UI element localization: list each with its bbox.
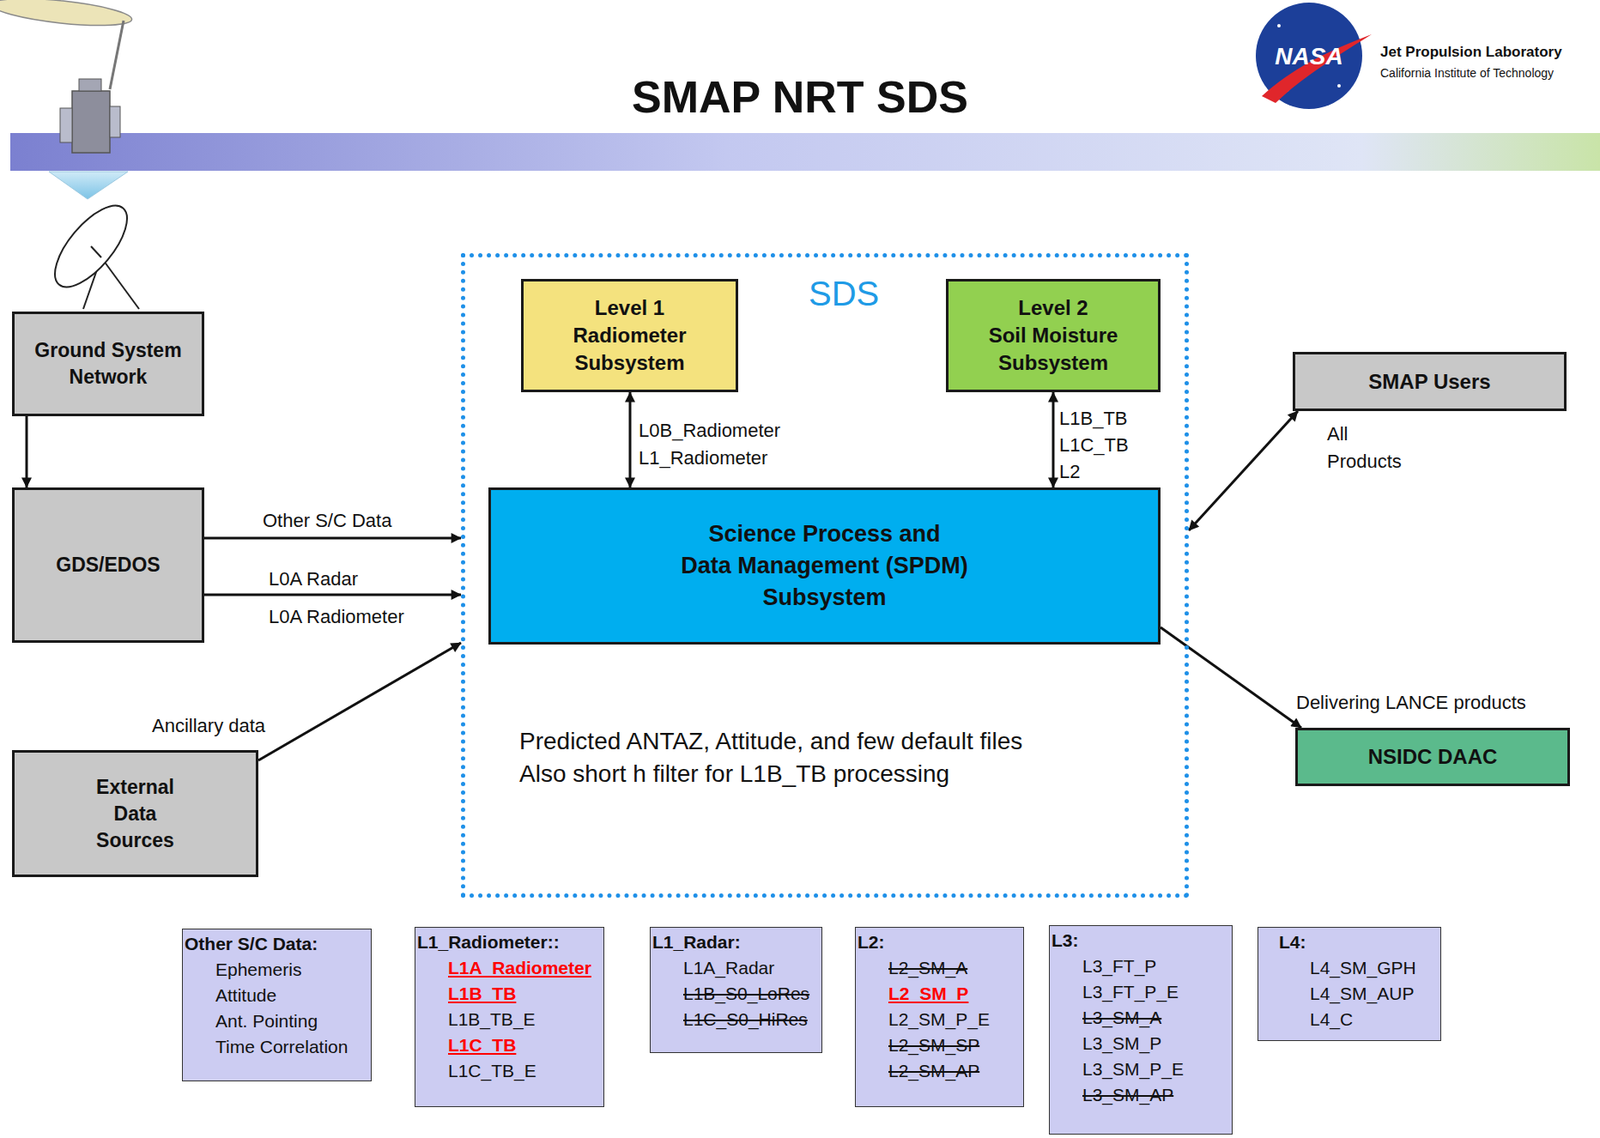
solar-panel [109, 106, 121, 138]
list-heading: L3: [1051, 927, 1079, 954]
solar-panel [60, 108, 73, 143]
spacecraft-body [72, 90, 110, 153]
product-name: L3_SM_AP [1051, 1082, 1174, 1109]
archive-box: NSIDC DAAC [1295, 727, 1570, 787]
flow-arrow [1160, 627, 1302, 728]
product-name: L2_SM_P_E [857, 1006, 990, 1033]
subsystem-box: Science Process and Data Management (SPD… [488, 487, 1161, 645]
box-label: SMAP Users [1368, 369, 1491, 395]
product-name: L2_SM_P [857, 981, 969, 1007]
sds-boundary: SDS Level 1 Radiometer Subsystem Level 2 S… [460, 253, 1189, 898]
system-box: GDS/EDOS [12, 487, 205, 643]
box-label: Level 2 Soil Moisture Subsystem [988, 294, 1119, 377]
logo-text: NASA [1274, 41, 1343, 72]
product-name: Time Correlation [184, 1034, 348, 1061]
downlink-arrow [48, 171, 128, 200]
edge-label: Other S/C Data [262, 509, 392, 533]
list-heading: Other S/C Data: [184, 931, 318, 958]
box-label: NSIDC DAAC [1368, 744, 1498, 770]
product-name: L1C_S0_HiRes [652, 1006, 808, 1033]
product-name: L2_SM_AP [857, 1058, 980, 1085]
flow-arrow [629, 392, 632, 488]
box-label: GDS/EDOS [55, 551, 160, 579]
organization-name: Jet Propulsion Laboratory [1380, 42, 1563, 61]
note-text: Predicted ANTAZ, Attitude, and few defau… [519, 725, 1023, 791]
page-title: SMAP NRT SDS [631, 70, 969, 124]
reflector-mesh [0, 0, 134, 31]
edge-label: Delivering LANCE products [1296, 691, 1527, 715]
boom [109, 20, 124, 90]
product-name: L1A_Radiometer [417, 955, 592, 982]
product-name: L1C_TB [417, 1032, 516, 1059]
subsystem-box: Level 1 Radiometer Subsystem [521, 278, 739, 393]
product-name: L4_SM_GPH [1260, 955, 1417, 982]
region-label: SDS [808, 272, 879, 315]
edge-label: All Products [1327, 420, 1402, 476]
product-name: L1C_TB_E [417, 1058, 537, 1085]
box-label: Science Process and Data Management (SPD… [680, 518, 969, 614]
product-name: L3_SM_P [1051, 1030, 1162, 1057]
product-list: L4:L4_SM_GPHL4_SM_AUPL4_C [1257, 927, 1442, 1042]
product-name: Attitude [184, 982, 277, 1009]
list-heading: L2: [857, 929, 885, 956]
product-name: L3_SM_P_E [1051, 1056, 1184, 1083]
data-flow-label: L0A Radiometer [268, 605, 405, 630]
flow-arrow [204, 537, 461, 540]
product-list: L2:L2_SM_AL2_SM_PL2_SM_P_EL2_SM_SPL2_SM_… [854, 927, 1025, 1108]
product-list: L1_Radiometer::L1A_RadiometerL1B_TBL1B_T… [414, 927, 605, 1108]
product-name: L1A_Radar [652, 955, 775, 982]
list-heading: L4: [1260, 929, 1307, 956]
logo-star [1337, 84, 1341, 88]
product-name: L3_FT_P_E [1051, 979, 1179, 1006]
product-name: L4_SM_AUP [1260, 981, 1414, 1007]
product-name: L3_SM_A [1051, 1005, 1162, 1031]
product-list: Other S/C Data:EphemerisAttitudeAnt. Poi… [181, 928, 372, 1082]
edge-label: L1B_TB L1C_TB L2 [1059, 405, 1129, 485]
logo-star [1277, 24, 1281, 28]
product-name: L1B_TB_E [417, 1006, 536, 1033]
product-name: L1B_S0_LoRes [652, 981, 810, 1007]
satellite-illustration [0, 0, 134, 153]
edge-label: Ancillary data [151, 715, 266, 738]
antenna-dish [42, 193, 140, 298]
box-label: Level 1 Radiometer Subsystem [572, 294, 686, 377]
header-band [10, 133, 1600, 171]
flow-arrow [1052, 392, 1055, 488]
user-box: SMAP Users [1292, 351, 1567, 412]
antenna-leg [101, 257, 140, 310]
flow-arrow [25, 416, 29, 488]
system-box: External Data Sources [12, 750, 259, 878]
product-name: L1B_TB [417, 981, 516, 1007]
organization-name: California Institute of Technology [1380, 65, 1554, 81]
product-name: L4_C [1260, 1006, 1353, 1033]
flow-arrow [258, 642, 461, 761]
flow-arrow [204, 593, 461, 597]
nasa-logo [1255, 2, 1372, 110]
ground-antenna [42, 193, 140, 310]
product-name: L2_SM_A [857, 955, 968, 982]
product-name: Ant. Pointing [184, 1008, 318, 1035]
edge-label: L0A Radar [268, 568, 358, 591]
data-flow-label: L0B_Radiometer L1_Radiometer [638, 417, 781, 473]
product-name: L2_SM_SP [857, 1032, 980, 1059]
flow-arrow [1188, 411, 1298, 531]
product-name: L3_FT_P [1051, 953, 1157, 980]
box-label: Ground System Network [34, 337, 182, 391]
subsystem-box: Level 2 Soil Moisture Subsystem [945, 278, 1161, 393]
list-heading: L1_Radiometer:: [417, 929, 560, 956]
product-list: L3:L3_FT_PL3_FT_P_EL3_SM_AL3_SM_PL3_SM_P… [1048, 925, 1233, 1135]
antenna-mount [90, 246, 102, 258]
product-list: L1_Radar:L1A_RadarL1B_S0_LoResL1C_S0_HiR… [649, 927, 823, 1054]
product-name: Ephemeris [184, 957, 302, 983]
system-box: Ground System Network [12, 311, 205, 417]
box-label: External Data Sources [96, 774, 175, 855]
instrument-head [78, 78, 102, 91]
logo-swoosh [1261, 34, 1372, 104]
list-heading: L1_Radar: [652, 929, 741, 956]
